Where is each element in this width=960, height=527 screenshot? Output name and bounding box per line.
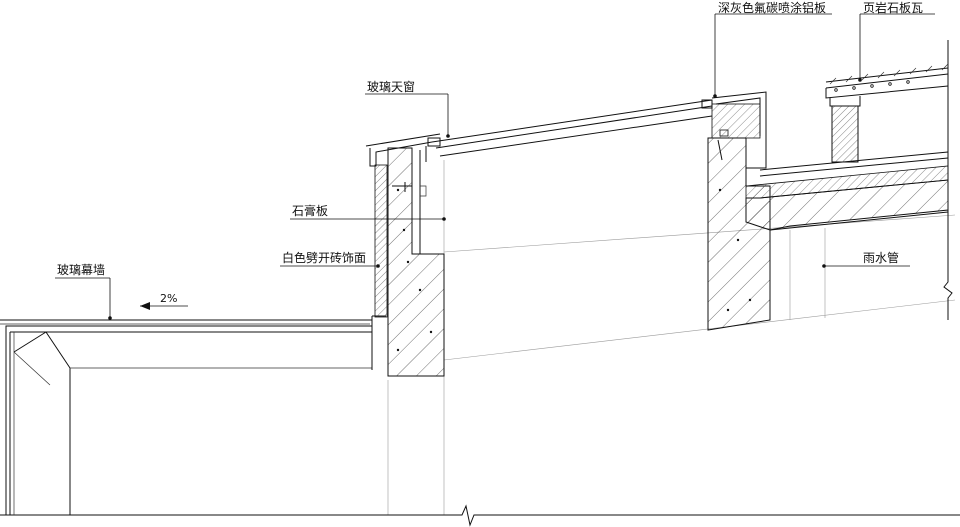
- label-slope: 2%: [160, 292, 177, 305]
- leader-lines: [55, 13, 935, 320]
- skylight-glass: [425, 99, 713, 162]
- break-line-right: [943, 40, 953, 320]
- label-aluminum-panel: 深灰色氟碳喷涂铝板: [718, 0, 826, 15]
- shale-tile-roof: [825, 63, 949, 163]
- labels: 深灰色氟碳喷涂铝板 页岩石板瓦 玻璃天窗 石膏板 白色劈开砖饰面 雨水管 玻璃幕…: [57, 0, 923, 305]
- break-line-bottom: [0, 504, 960, 527]
- roof-slab: [745, 151, 949, 231]
- left-wall: [365, 133, 445, 377]
- label-split-brick: 白色劈开砖饰面: [282, 250, 366, 265]
- label-curtain-wall: 玻璃幕墙: [57, 263, 105, 277]
- curtain-wall-frame: [0, 315, 386, 515]
- label-skylight: 玻璃天窗: [367, 80, 415, 94]
- label-downpipe: 雨水管: [863, 250, 899, 265]
- label-shale-tile: 页岩石板瓦: [863, 0, 923, 15]
- label-gypsum-board: 石膏板: [292, 203, 328, 218]
